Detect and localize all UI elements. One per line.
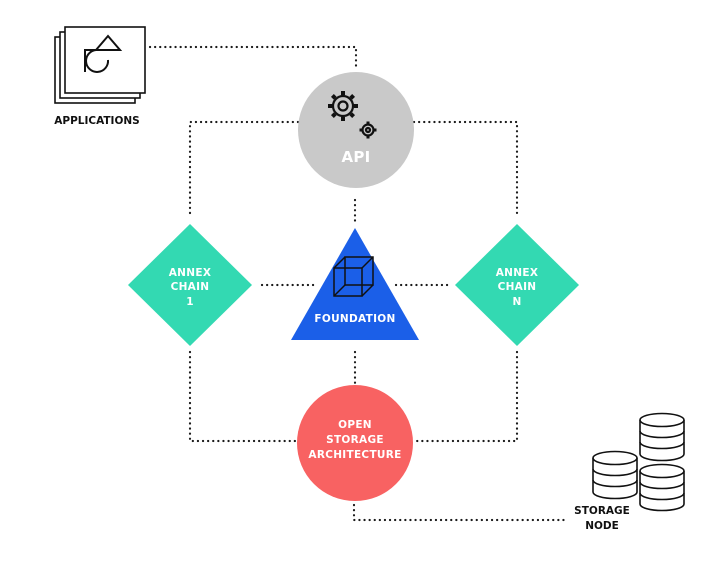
foundation-node: FOUNDATION <box>291 228 419 340</box>
annex-left-line1: ANNEX <box>169 267 211 279</box>
database-left-icon <box>592 450 638 500</box>
connector-api-annex-left <box>188 120 300 216</box>
annex-chain-left-diamond <box>128 224 252 346</box>
annex-chain-right-node: ANNEX CHAIN N <box>455 224 579 346</box>
storage-node-line2: NODE <box>585 520 619 532</box>
connectors <box>148 45 568 522</box>
database-bottom-icon <box>639 463 685 512</box>
database-top-icon <box>639 412 685 462</box>
connector-annex-right-storage <box>412 350 519 443</box>
annex-right-line1: ANNEX <box>496 267 538 279</box>
storage-node-line1: STORAGE <box>574 505 630 517</box>
connector-storage-storage-node <box>352 503 568 522</box>
storage-line3: ARCHITECTURE <box>308 449 401 461</box>
open-storage-circle <box>297 385 413 501</box>
annex-chain-right-diamond <box>455 224 579 346</box>
database-stack-icon <box>592 412 685 512</box>
applications-node: APPLICATIONS <box>54 26 146 127</box>
foundation-label: FOUNDATION <box>314 313 395 325</box>
connector-api-annex-right <box>412 120 519 216</box>
foundation-triangle <box>291 228 419 340</box>
storage-node: STORAGE NODE <box>574 412 685 532</box>
open-storage-node: OPEN STORAGE ARCHITECTURE <box>297 385 413 501</box>
connector-annex-left-storage <box>188 350 300 443</box>
annex-right-line3: N <box>512 296 521 308</box>
storage-line1: OPEN <box>338 419 372 431</box>
annex-left-line2: CHAIN <box>171 281 210 293</box>
annex-right-line2: CHAIN <box>498 281 537 293</box>
api-node: API <box>298 72 414 188</box>
api-circle <box>298 72 414 188</box>
api-label: API <box>341 148 370 166</box>
annex-chain-left-node: ANNEX CHAIN 1 <box>128 224 252 346</box>
annex-left-line3: 1 <box>186 296 194 308</box>
cube-icon <box>333 256 374 297</box>
connector-applications-api <box>148 45 358 70</box>
gears-icon <box>328 91 377 139</box>
applications-label: APPLICATIONS <box>54 115 139 127</box>
storage-line2: STORAGE <box>326 434 384 446</box>
shapes-document-stack-icon <box>54 26 146 104</box>
